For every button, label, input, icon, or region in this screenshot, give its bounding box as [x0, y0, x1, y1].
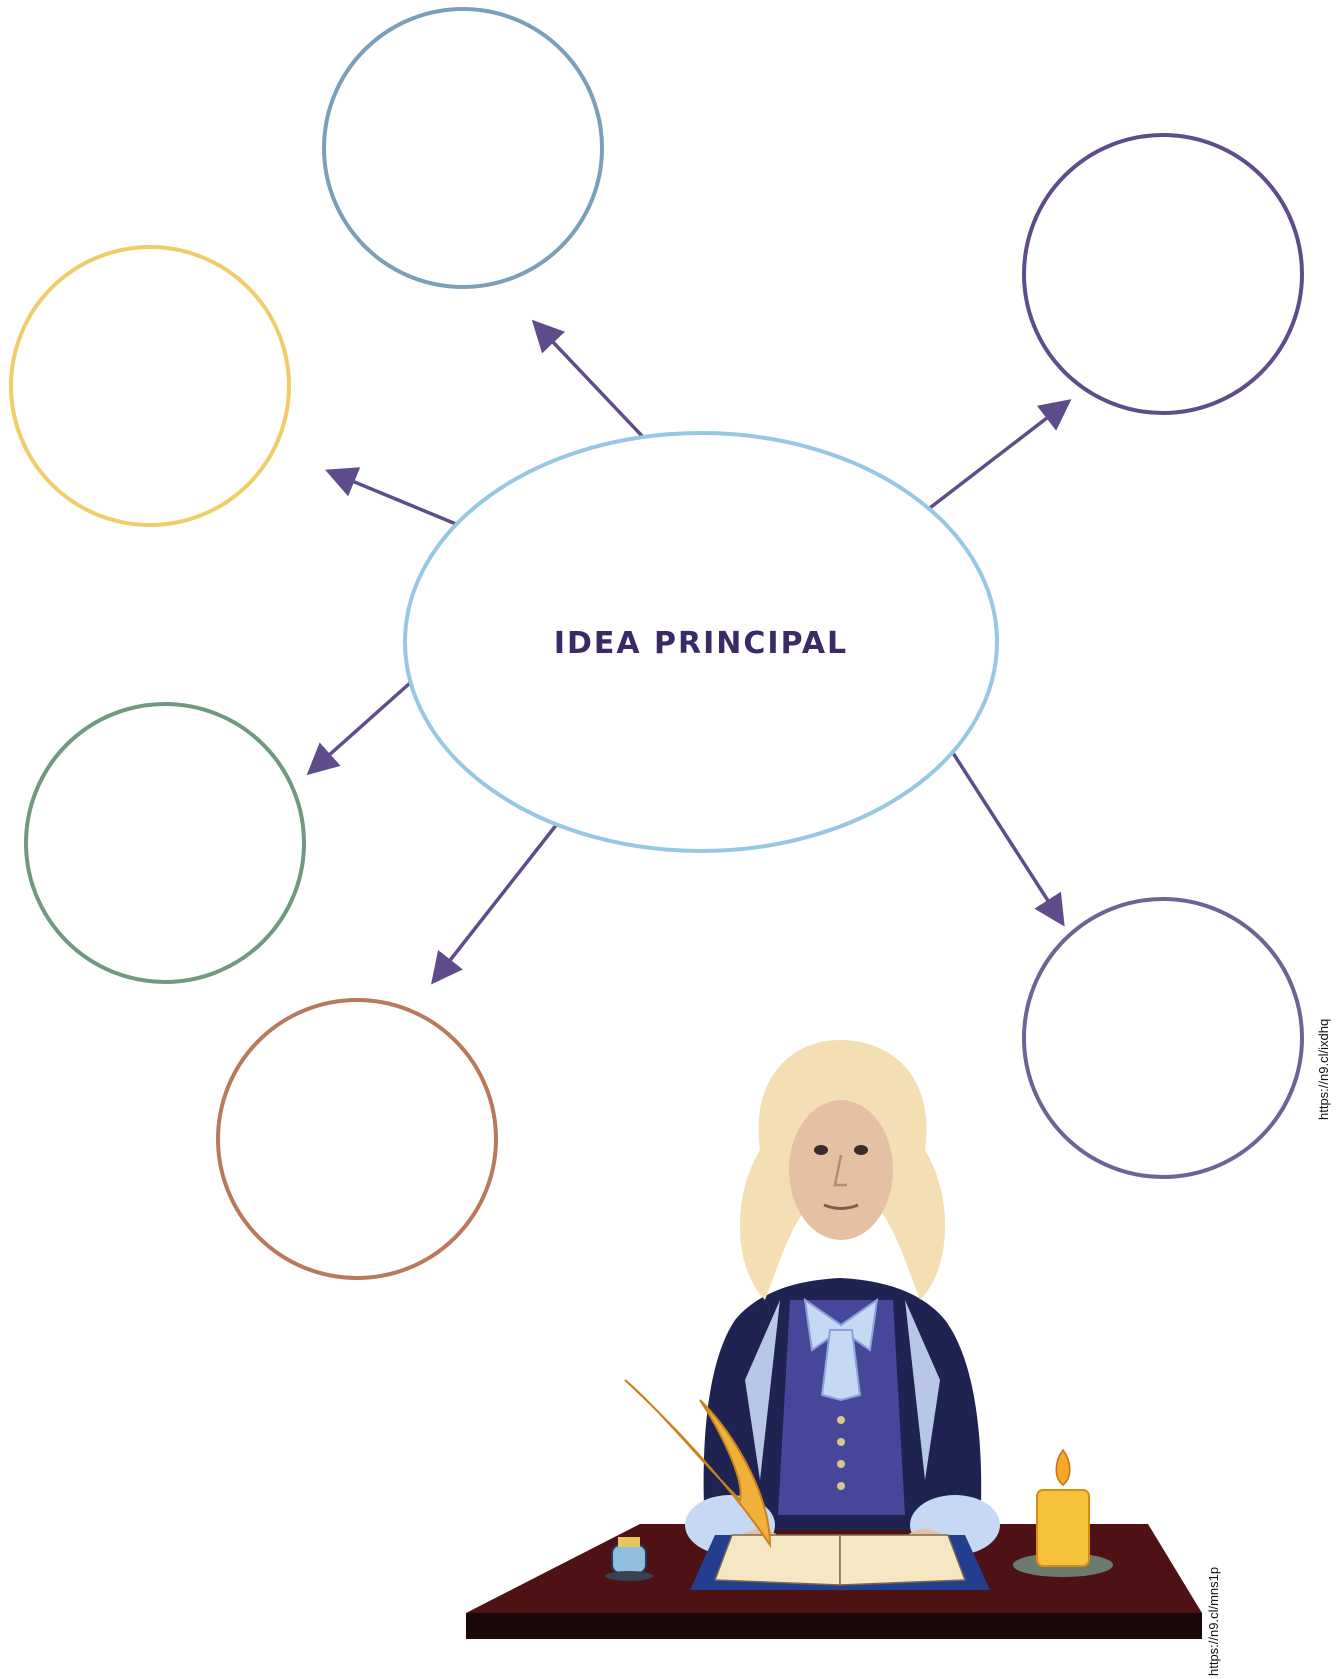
- inkwell-base: [605, 1571, 653, 1581]
- credit-right: https://n9.cl/ixdhq: [1316, 1019, 1331, 1120]
- satellite-circle-lower-left: [216, 998, 498, 1280]
- credit-bottom: https://n9.cl/mns1p: [1206, 1567, 1221, 1676]
- button: [837, 1416, 845, 1424]
- satellite-circle-lower-right: [1022, 897, 1304, 1179]
- arrow-to-lower-left: [431, 822, 559, 985]
- coat-lapel-right: [905, 1300, 940, 1480]
- mouth: [823, 1203, 859, 1210]
- quill-icon: [624, 1379, 772, 1549]
- book-page-left: [713, 1534, 841, 1586]
- button: [837, 1438, 845, 1446]
- arrow-to-upper-left: [325, 467, 457, 526]
- inkwell-cap: [618, 1537, 640, 1547]
- arrow-to-top-center: [531, 319, 645, 439]
- eye-right: [854, 1145, 868, 1155]
- face: [789, 1100, 893, 1240]
- book-page-right: [839, 1534, 967, 1586]
- eye-left: [814, 1145, 828, 1155]
- arrow-to-lower-right: [951, 752, 1065, 927]
- inkwell-icon: [611, 1544, 647, 1574]
- satellite-circle-middle-left: [24, 702, 306, 984]
- central-idea-label: IDEA PRINCIPAL: [554, 626, 848, 661]
- philosopher-illustration: [466, 1040, 1202, 1639]
- candle-flame: [1055, 1448, 1071, 1486]
- candle-icon: [1036, 1489, 1090, 1567]
- coat-lapel-left: [745, 1300, 780, 1480]
- arrow-to-upper-right: [920, 399, 1072, 516]
- satellite-circle-top-center: [322, 7, 604, 289]
- arrow-to-middle-left: [306, 681, 412, 776]
- satellite-circle-upper-right: [1022, 133, 1304, 415]
- button: [837, 1460, 845, 1468]
- waistcoat: [778, 1300, 905, 1515]
- central-idea-ellipse: [403, 431, 999, 853]
- button: [837, 1482, 845, 1490]
- cravat: [803, 1297, 879, 1352]
- cravat-tail: [820, 1329, 862, 1402]
- nose: [833, 1154, 847, 1187]
- desk-front-edge: [466, 1613, 1202, 1639]
- satellite-circle-upper-left: [9, 245, 291, 527]
